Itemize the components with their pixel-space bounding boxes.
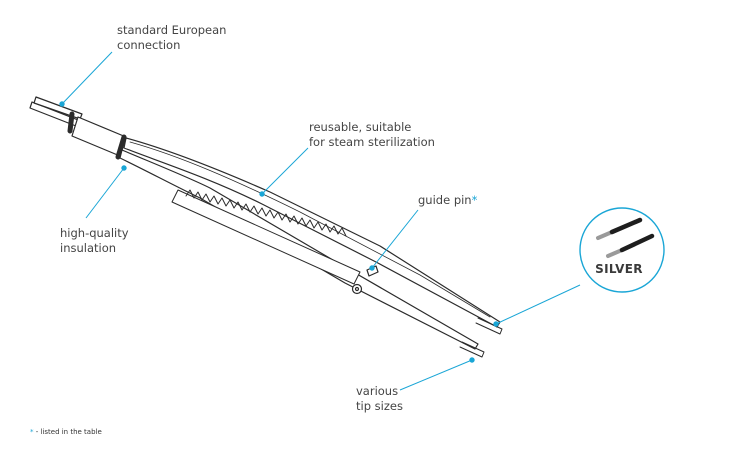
reusable-label: reusable, suitable for steam sterilizati… <box>309 120 435 150</box>
upper-blade <box>123 137 501 328</box>
guide-pin-text: guide pin <box>418 193 472 207</box>
lower-tip <box>459 341 485 358</box>
tip-sizes-label-line2: tip sizes <box>356 399 403 413</box>
tip-inset <box>579 207 665 293</box>
silver-tip-2 <box>606 233 655 258</box>
insulation-label-line1: high-quality <box>60 226 129 240</box>
insulation-label-line2: insulation <box>60 241 117 255</box>
grip-serrations <box>171 189 361 285</box>
reusable-label-line1: reusable, suitable <box>309 120 412 134</box>
connection-label-line2: connection <box>117 38 181 52</box>
footnote-asterisk: * <box>30 428 34 436</box>
bipolar-forceps <box>29 96 503 358</box>
insulation-label: high-quality insulation <box>60 226 129 256</box>
rivet <box>351 283 363 295</box>
tip-sizes-label-line1: various <box>356 384 399 398</box>
footnote-text: - listed in the table <box>33 428 102 436</box>
silver-tip-1 <box>596 217 643 240</box>
guide-pin-asterisk: * <box>471 193 478 207</box>
leader-lines <box>59 51 581 391</box>
guide-pin-label: guide pin* <box>418 193 477 208</box>
footnote: * - listed in the table <box>30 428 102 436</box>
reusable-label-line2: for steam sterilization <box>309 135 435 149</box>
tip-sizes-label: various tip sizes <box>356 384 403 414</box>
connection-label: standard European connection <box>117 23 226 53</box>
connector-pins <box>29 96 83 134</box>
upper-tip <box>475 317 503 335</box>
silver-label: SILVER <box>595 262 643 276</box>
connection-label-line1: standard European <box>117 23 227 37</box>
